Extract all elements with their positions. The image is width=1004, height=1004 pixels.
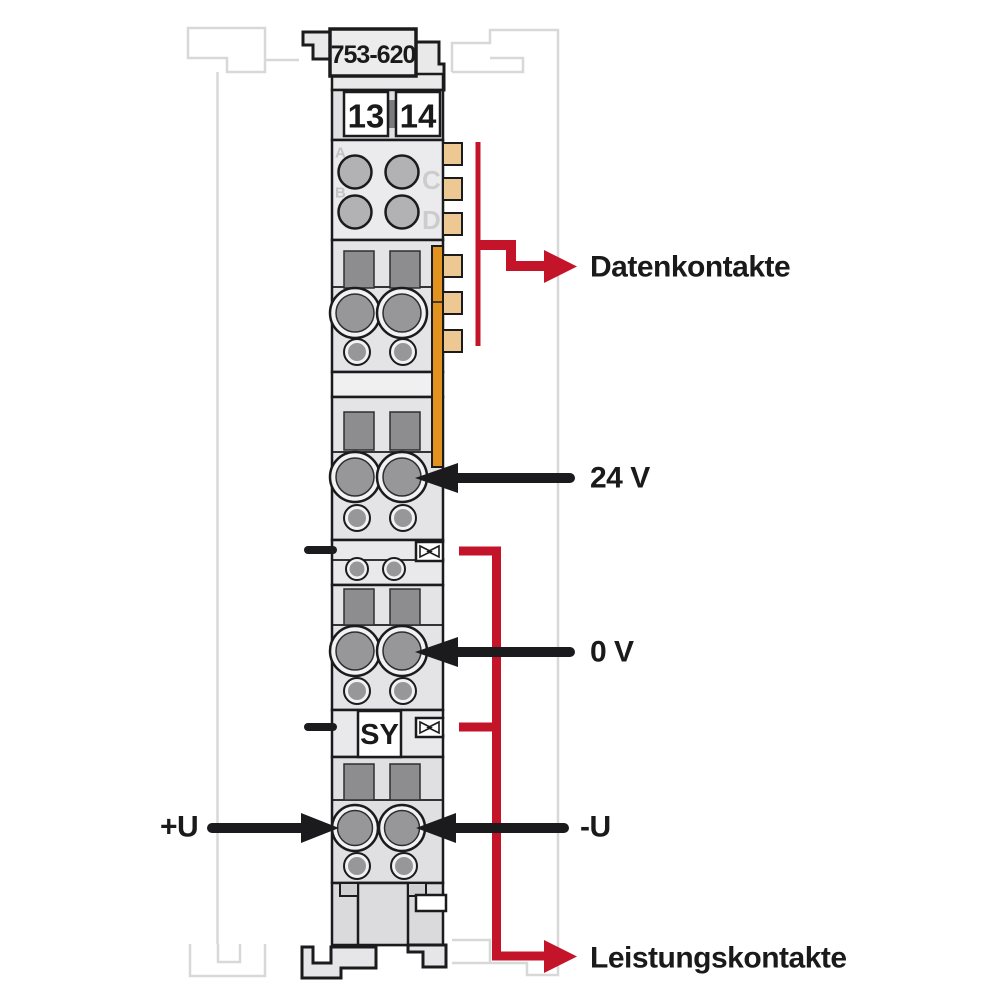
data-contact-tab [442,329,463,353]
field-plus-label: +U [160,811,198,844]
io-module: 753-620 13 14 [300,27,463,980]
callout-plus-u: +U [160,811,339,844]
terminal-number-row: 13 14 [342,90,442,138]
field-minus-label: -U [580,811,611,844]
callout-24v: 24 V [415,462,651,495]
power-contacts-label: Leistungskontakte [590,942,847,975]
base-cutout [414,893,448,913]
left-arrowhead-icon [415,637,458,667]
test-port [348,682,366,700]
test-port [394,509,412,527]
actuation-slot [343,763,375,801]
wire-port-24v [382,457,422,497]
actuation-slot [389,588,421,626]
ghost-left-module-outline [186,26,299,978]
jumper-row-2: SY [304,709,458,759]
test-port [348,857,366,875]
top-left-hook [301,30,332,61]
contact-letter-d: D [422,205,441,235]
part-number-label: 753-620 [331,41,416,69]
rail-foot-left [300,945,378,980]
data-contact-tab [442,254,463,278]
latch-strip-orange [431,245,444,468]
power-jumper-rail [459,546,544,961]
base-and-feet [300,881,448,980]
sync-marker-label: SY [360,719,399,751]
test-port [394,682,412,700]
terminal-box-14 [394,90,442,138]
test-port [348,343,366,361]
data-contacts-arrow-step [476,240,545,271]
test-port [386,561,402,577]
terminal-13-label: 13 [348,98,385,135]
test-port [395,857,413,875]
contact-letter-a: A [335,145,346,162]
rail-foot-right [406,943,448,969]
supply-0v-label: 0 V [590,636,634,669]
test-port [349,561,365,577]
wire-port [335,631,375,671]
actuation-slot [389,411,421,451]
contact-letter-c: C [422,165,441,195]
power-contacts-arrowhead-icon [544,940,577,973]
wire-port [382,293,422,333]
socket-d [384,194,420,230]
callout-0v: 0 V [415,636,635,669]
wire-port-0v [382,631,422,671]
callout-minus-u: -U [416,811,611,844]
ghost-right-module-outline [450,28,560,977]
right-arrowhead-icon [301,813,339,843]
data-contact-tabs [442,142,463,353]
wire-port [335,293,375,333]
left-arrowhead-icon [416,813,456,843]
test-port [348,509,366,527]
sync-marker-box [356,709,403,759]
socket-a [337,154,373,190]
leistungskontakte-red-line [459,546,544,961]
data-contact-sockets: A B C D [335,145,441,236]
data-contact-tab [442,291,463,315]
actuation-slot [389,250,421,289]
wire-port-plus-u [336,809,374,847]
bowtie-marker-icon [419,544,440,559]
clamp-group-field-supply [330,763,427,880]
edge-gap [443,543,458,558]
section-divider-band [330,370,445,399]
data-contacts-label: Datenkontakte [590,251,790,284]
part-number-plate [328,27,418,78]
callout-data-contacts: Datenkontakte [475,142,791,346]
clamp-group-0v [328,588,429,705]
data-contact-tab [442,212,463,236]
bowtie-marker-icon [419,720,440,735]
supply-24v-label: 24 V [590,462,650,495]
actuation-slot [389,763,421,801]
jumper-row-1 [304,540,458,581]
test-port [394,343,412,361]
socket-c [384,154,420,190]
actuation-slot [343,411,375,451]
wire-port [335,457,375,497]
clamp-group-24v [328,411,429,532]
left-arrowhead-icon [415,463,458,493]
callout-power-contacts: Leistungskontakte [544,940,847,975]
data-contact-tab [442,142,463,166]
ghost-neighbor-modules [186,26,560,978]
terminal-14-label: 14 [400,98,437,135]
clamp-group-1 [328,250,429,366]
data-contact-tab [442,177,463,201]
terminal-box-13 [342,90,390,138]
base-center-block [356,881,410,947]
socket-b [337,194,373,230]
data-contacts-arrowhead-icon [544,250,577,283]
contact-letter-b: B [335,185,346,202]
base-notch [339,882,359,897]
actuation-slot [343,588,375,626]
edge-gap [443,719,458,734]
actuation-slot [343,250,375,289]
wire-port-minus-u [383,809,421,847]
